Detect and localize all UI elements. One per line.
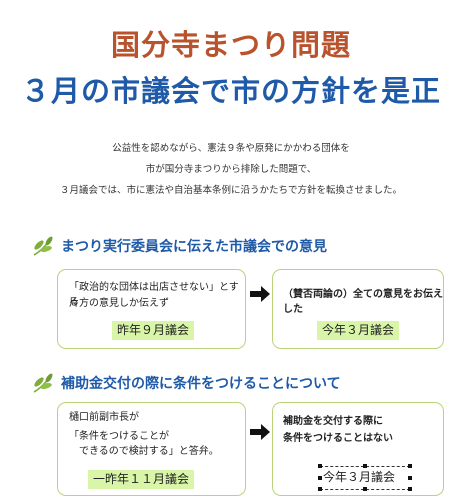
resize-handle[interactable]: [318, 487, 322, 491]
session-label: 昨年９月議会: [112, 321, 195, 340]
resize-handle[interactable]: [363, 464, 367, 468]
page-title: 国分寺まつり問題: [110, 28, 351, 62]
previous-opinion-box: 「政治的な団体は出店させない」とする 片方の意見しか伝えず 昨年９月議会: [57, 269, 246, 349]
box-line: 樋口前副市長が: [69, 412, 139, 423]
arrow-right-icon: [250, 424, 270, 440]
resize-handle[interactable]: [408, 487, 412, 491]
resize-handle[interactable]: [318, 476, 322, 480]
leaf-icon: [33, 236, 53, 256]
box-line: できるので検討する」と答弁。: [69, 446, 219, 457]
page-subtitle: ３月の市議会で市の方針を是正: [20, 74, 441, 108]
resize-handle[interactable]: [408, 464, 412, 468]
selected-text-box[interactable]: 今年３月議会: [318, 464, 412, 491]
intro-text: 公益性を認めながら、憲法９条や原発にかかわる団体を 市が国分寺まつりから排除した…: [0, 138, 462, 201]
current-opinion-box: （賛否両論の）全ての意見をお伝えした 今年３月議会: [272, 269, 444, 349]
box-line: 「条件をつけることが: [69, 431, 169, 442]
box-line: 「政治的な団体は出店させない」とする: [69, 282, 239, 308]
session-label: 一昨年１１月議会: [88, 470, 195, 489]
section-heading-festival-committee: まつり実行委員会に伝えた市議会での意見: [30, 234, 327, 258]
previous-subsidy-box: 樋口前副市長が 「条件をつけることが できるので検討する」と答弁。 一昨年１１月…: [57, 402, 246, 496]
intro-line: 市が国分寺まつりから排除した問題で、: [145, 164, 317, 175]
box-line: 片方の意見しか伝えず: [69, 298, 169, 309]
section-heading-text: 補助金交付の際に条件をつけることについて: [61, 376, 341, 392]
section-heading-subsidy-conditions: 補助金交付の際に条件をつけることについて: [30, 371, 341, 395]
session-label: 今年３月議会: [317, 321, 400, 340]
intro-line: 公益性を認めながら、憲法９条や原発にかかわる団体を: [112, 143, 350, 154]
arrow-right-icon: [250, 286, 270, 302]
box-line: （賛否両論の）全ての意見をお伝えした: [283, 289, 443, 315]
section-heading-text: まつり実行委員会に伝えた市議会での意見: [61, 239, 327, 255]
session-label[interactable]: 今年３月議会: [323, 470, 396, 484]
box-line: 条件をつけることはない: [283, 433, 393, 444]
resize-handle[interactable]: [408, 476, 412, 480]
current-subsidy-box: 補助金を交付する際に 条件をつけることはない: [272, 402, 444, 496]
box-line: 補助金を交付する際に: [283, 416, 383, 427]
leaf-icon: [33, 373, 53, 393]
resize-handle[interactable]: [318, 464, 322, 468]
resize-handle[interactable]: [363, 487, 367, 491]
intro-line: ３月議会では、市に憲法や自治基本条例に沿うかたちで方針を転換させました。: [59, 185, 402, 196]
